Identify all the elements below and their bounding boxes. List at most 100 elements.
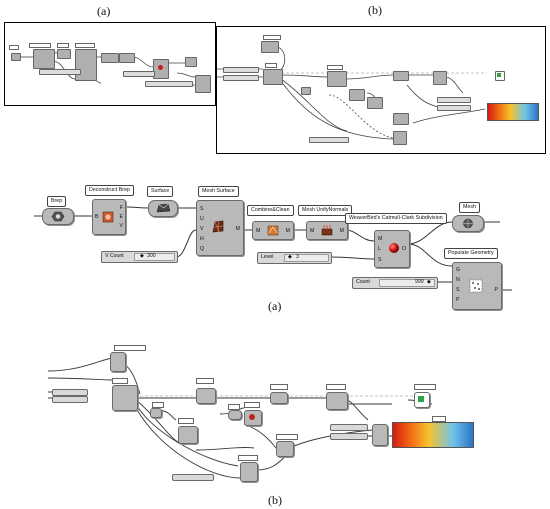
populate-output-p[interactable]: P [494, 287, 498, 293]
thumb-a-mesh-surface-label [75, 43, 95, 48]
unify-normals-input-m[interactable]: M [310, 228, 315, 234]
subdivision-node[interactable]: M L S O [374, 230, 410, 268]
v-count-slider[interactable]: V Count 300 ◆ [101, 251, 178, 263]
surface-icon [156, 203, 171, 213]
level-slider[interactable]: Level ◆ 3 [257, 252, 332, 264]
count-slider-track[interactable] [379, 279, 435, 287]
mesh-surface-node[interactable]: S U V H Q M [196, 200, 244, 256]
populate-input-n[interactable]: N [456, 277, 460, 283]
thumb-b-label-3 [327, 65, 343, 70]
b-slider-3 [172, 474, 214, 481]
thumb-a-red-sphere-icon [158, 65, 163, 70]
combine-clean-node[interactable]: M M [252, 221, 294, 240]
deconstruct-output-e[interactable]: E [119, 214, 123, 220]
deconstruct-output-f[interactable]: F [119, 205, 123, 211]
populate-input-g[interactable]: G [456, 267, 461, 273]
deconstruct-input-b[interactable]: B [95, 214, 99, 220]
b-node-12-label [414, 384, 436, 390]
count-slider[interactable]: Count 999 ◆ [352, 277, 438, 289]
thumb-a-surface-label [57, 43, 69, 48]
brep-param-node[interactable] [42, 208, 74, 225]
mesh-label: Mesh [459, 202, 480, 213]
combine-clean-icon [267, 225, 279, 236]
thumb-a-brep-node [11, 53, 21, 61]
populate-input-s[interactable]: S [456, 287, 460, 293]
b-node-9 [276, 441, 294, 457]
slider-diamond-icon: ◆ [140, 253, 144, 259]
populate-geometry-label: Populate Geometry [444, 248, 498, 259]
thumb-a-mesh-node [185, 57, 197, 67]
mesh-surface-input-q[interactable]: Q [200, 246, 205, 252]
subdivision-label: WeaverBird's CatmulI-Clark Subdivision [345, 213, 447, 224]
count-slider-value: 999 [415, 279, 424, 285]
level-slider-track[interactable] [284, 254, 329, 262]
thumb-a-count-slider [145, 81, 193, 87]
thumbnail-b [216, 26, 546, 154]
b-node-3-label [196, 378, 214, 384]
mesh-surface-input-h[interactable]: H [200, 236, 204, 242]
populate-input-p[interactable]: P [456, 297, 460, 303]
thumb-a-unify-node [119, 53, 135, 63]
thumb-a-deconstruct-label [29, 43, 51, 48]
mesh-surface-icon [212, 220, 224, 233]
thumb-b-node-2 [263, 69, 283, 85]
b-node-4 [150, 408, 162, 418]
combine-clean-output-m[interactable]: M [285, 228, 290, 234]
mesh-surface-label: Mesh Surface [198, 186, 239, 197]
v-count-slider-track[interactable] [134, 253, 175, 261]
deconstruct-brep-icon [102, 211, 114, 223]
b-node-1 [110, 352, 126, 372]
b-slider-4 [330, 424, 368, 431]
thumb-b-slider-1 [223, 67, 259, 73]
populate-icon [469, 279, 483, 293]
b-node-3 [196, 388, 216, 404]
subdivision-input-s[interactable]: S [378, 257, 382, 263]
b-node-7 [178, 426, 198, 444]
slider-diamond-icon: ◆ [288, 254, 292, 260]
mesh-surface-input-s[interactable]: S [200, 206, 204, 212]
level-slider-value: 3 [296, 254, 299, 260]
b-node-1-label [114, 345, 146, 351]
b-node-5-label [228, 404, 240, 410]
combine-clean-input-m[interactable]: M [256, 228, 261, 234]
thumb-b-node-4 [301, 87, 311, 95]
thumb-b-label-2 [265, 63, 277, 68]
populate-geometry-node[interactable]: G N S P P [452, 262, 502, 310]
thumb-b-gradient-bar [487, 103, 539, 121]
b-node-10-label [238, 455, 258, 461]
thumb-b-node-6 [367, 97, 383, 109]
b-slider-5 [330, 433, 368, 440]
subdivision-input-m[interactable]: M [378, 236, 383, 242]
deconstruct-output-v[interactable]: V [119, 223, 123, 229]
b-node-2-label [112, 378, 128, 384]
unify-normals-output-m[interactable]: M [339, 228, 344, 234]
thumb-b-green-icon [497, 73, 501, 77]
mesh-unify-normals-node[interactable]: M M [306, 221, 348, 240]
thumbnail-a [4, 22, 216, 106]
b-node-11-label [326, 384, 346, 390]
thumb-b-node-5 [349, 89, 365, 101]
slider-diamond-icon: ◆ [427, 279, 431, 285]
surface-param-node[interactable] [148, 200, 178, 217]
mesh-surface-input-v[interactable]: V [200, 226, 204, 232]
b-slider-1 [52, 389, 88, 396]
subdivision-input-l[interactable]: L [378, 246, 381, 252]
thumb-b-label-1 [263, 35, 281, 40]
thumb-a-combine-node [101, 53, 119, 63]
b-gradient-bar [392, 422, 474, 448]
mesh-surface-input-u[interactable]: U [200, 216, 204, 222]
thumb-b-node-8 [393, 113, 409, 125]
b-node-8-label [270, 384, 288, 390]
b-node-7-label [178, 418, 194, 424]
b-node-10 [240, 462, 258, 482]
surface-label: Surface [147, 186, 174, 197]
mesh-surface-output-m[interactable]: M [235, 226, 240, 232]
subdivision-output-o[interactable]: O [401, 246, 406, 252]
deconstruct-brep-node[interactable]: B F E V [92, 199, 126, 235]
mesh-param-node[interactable] [452, 215, 484, 232]
mesh-unify-normals-label: Mesh UnifyNormals [298, 205, 353, 216]
b-node-13 [372, 424, 388, 446]
v-count-slider-name: V Count [105, 253, 124, 259]
thumb-b-slider-3 [309, 137, 349, 143]
combine-clean-label: Combine&Clean [247, 205, 294, 216]
